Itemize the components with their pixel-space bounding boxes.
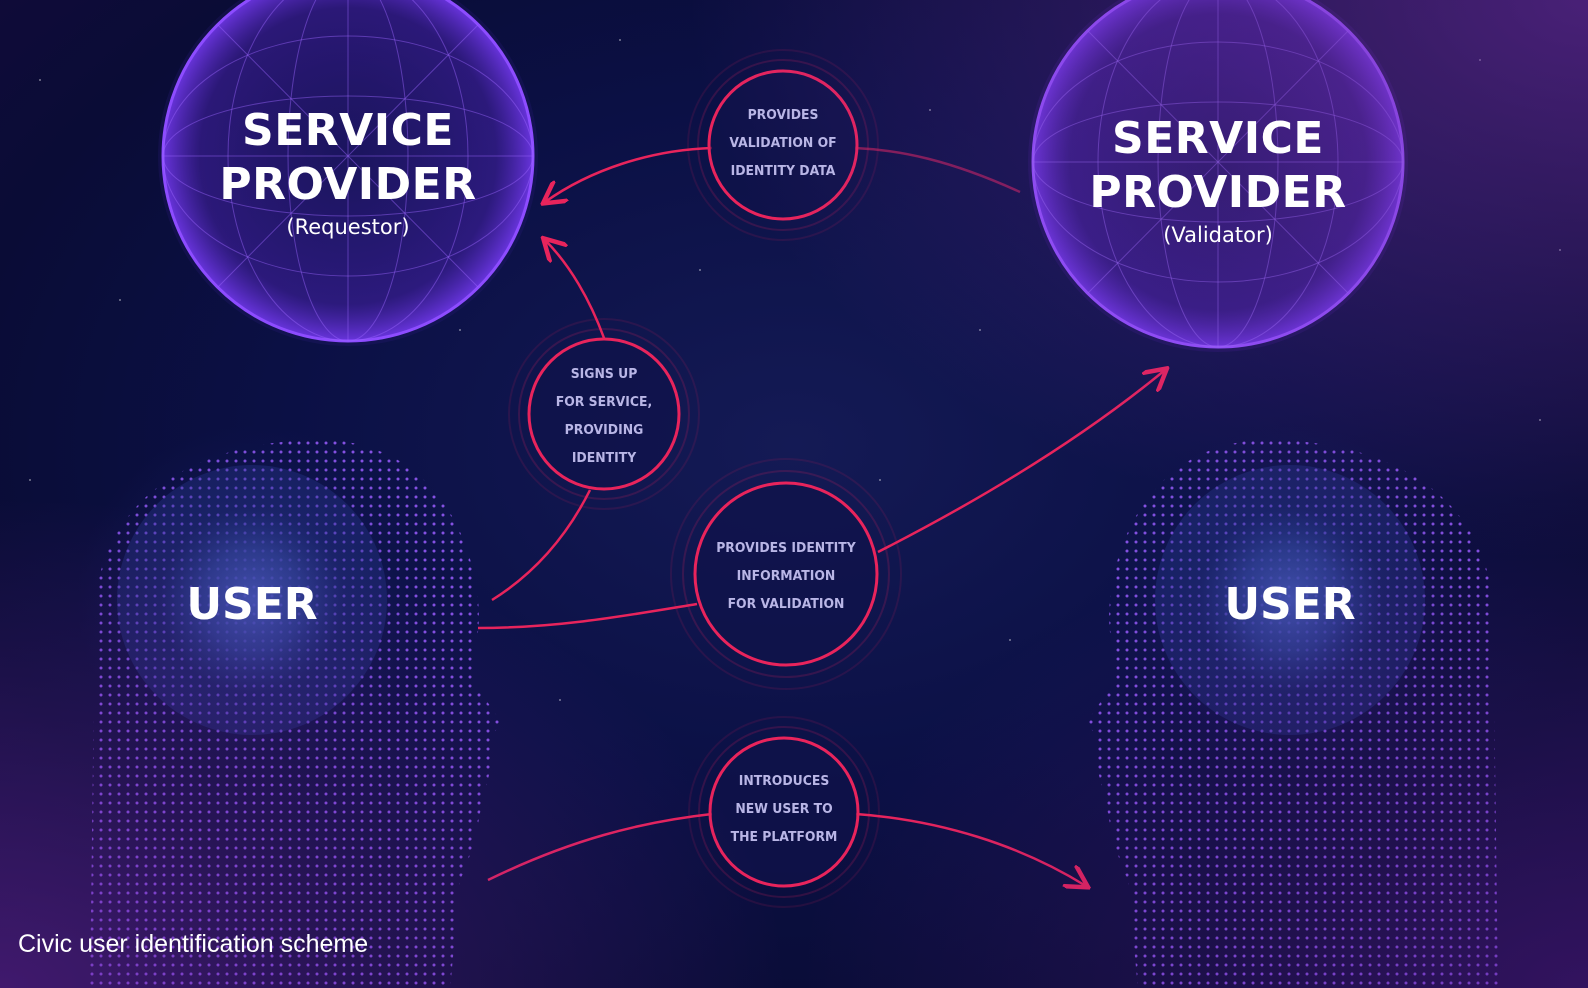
step-validation-line3: IDENTITY DATA: [730, 163, 836, 179]
step-validation-label: PROVIDES VALIDATION OF IDENTITY DATA: [691, 101, 875, 185]
user-left-badge: [77, 425, 427, 775]
starfield: [29, 39, 1561, 901]
step-signup-line2: FOR SERVICE,: [555, 394, 653, 410]
step-identity-info-ring: [670, 458, 902, 690]
user-right-badge: [1115, 425, 1465, 775]
arrow-user-to-introduces: [487, 812, 713, 882]
step-signup-line4: IDENTITY: [571, 450, 637, 466]
arrow-signup-to-requestor: [545, 240, 606, 339]
step-validation-line1: PROVIDES: [747, 107, 819, 123]
arrow-user-to-signup: [491, 489, 592, 602]
validator-role: (Validator): [1163, 223, 1273, 247]
step-validation-line2: VALIDATION OF: [729, 135, 837, 151]
step-validation-ring: [687, 49, 879, 241]
sphere-requestor-icon: [158, 0, 538, 346]
step-signup-line3: PROVIDING: [564, 422, 644, 438]
arrow-identity-info-to-validator: [877, 370, 1165, 554]
step-introduces-label: INTRODUCES NEW USER TO THE PLATFORM: [692, 767, 876, 851]
step-identity-info-line1: PROVIDES IDENTITY: [716, 540, 856, 556]
requestor-title-line2: PROVIDER: [219, 159, 477, 210]
user-left-label: USER: [186, 579, 318, 630]
figure-caption: Civic user identification scheme: [18, 930, 369, 958]
step-introduces-line3: THE PLATFORM: [730, 829, 838, 845]
step-signup-label: SIGNS UP FOR SERVICE, PROVIDING IDENTITY: [512, 360, 696, 472]
arrow-user-to-identity-info: [477, 602, 698, 630]
validator-label: SERVICE PROVIDER (Validator): [1068, 112, 1368, 250]
validator-title-line1: SERVICE: [1112, 113, 1324, 164]
sphere-validator-icon: [1028, 0, 1408, 352]
step-identity-info-line2: INFORMATION: [736, 568, 836, 584]
step-signup-line1: SIGNS UP: [570, 366, 638, 382]
requestor-role: (Requestor): [286, 215, 410, 239]
step-introduces-line2: NEW USER TO: [735, 801, 833, 817]
validator-title-line2: PROVIDER: [1089, 167, 1347, 218]
step-signup-ring: [508, 318, 700, 510]
arrow-introduces-to-user-right: [855, 812, 1086, 886]
step-identity-info-label: PROVIDES IDENTITY INFORMATION FOR VALIDA…: [685, 534, 887, 618]
step-introduces-line1: INTRODUCES: [738, 773, 830, 789]
arrow-validation-to-requestor: [545, 146, 713, 202]
arrow-validator-to-requestor: [854, 146, 1021, 194]
requestor-label: SERVICE PROVIDER (Requestor): [198, 104, 498, 242]
user-right-label: USER: [1224, 579, 1356, 630]
requestor-title-line1: SERVICE: [242, 105, 454, 156]
step-introduces-ring: [688, 716, 880, 908]
step-identity-info-line3: FOR VALIDATION: [727, 596, 845, 612]
